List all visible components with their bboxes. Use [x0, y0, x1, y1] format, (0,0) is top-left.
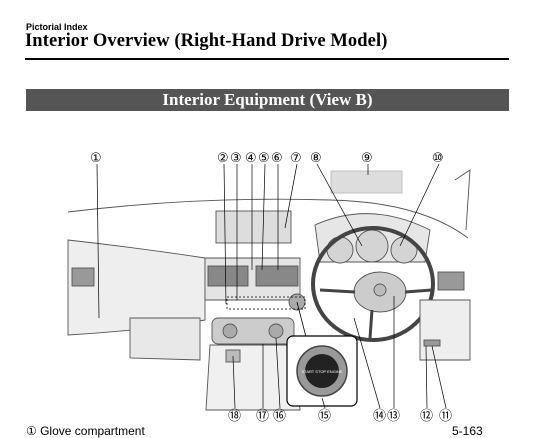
callout-8: ⑧: [310, 151, 322, 166]
callout-17: ⑰: [256, 409, 269, 424]
dash-top-line: [67, 198, 469, 239]
callout-12: ⑫: [420, 409, 433, 424]
callout-10: ⑩: [432, 151, 444, 166]
right-lower-dash: [419, 299, 471, 361]
callout-2: ②: [217, 151, 229, 166]
climate-knob-left: [222, 323, 238, 339]
callout-18: ⑱: [228, 409, 241, 424]
footer-item-text: ① Glove compartment: [26, 424, 145, 438]
steering-spoke: [319, 288, 433, 339]
center-display: [215, 210, 292, 244]
center-vent-left: [207, 265, 249, 287]
callout-6: ⑥: [271, 151, 283, 166]
callout-16: ⑯: [273, 409, 286, 424]
section-label: Pictorial Index: [26, 22, 88, 32]
title-rule: [25, 58, 509, 60]
page-number: 5-163: [452, 424, 483, 438]
windshield-pillar: [454, 169, 471, 231]
callout-4: ④: [245, 151, 257, 166]
callout-14: ⑭: [373, 409, 386, 424]
gauge-left: [326, 236, 354, 264]
callout-3: ③: [230, 151, 242, 166]
callout-11: ⑪: [439, 409, 452, 424]
callout-13: ⑬: [387, 409, 400, 424]
climate-knob-right: [268, 323, 284, 339]
center-vent-right: [255, 265, 299, 287]
callout-5: ⑤: [258, 151, 270, 166]
figure-banner: Interior Equipment (View B): [26, 89, 509, 111]
callout-7: ⑦: [290, 151, 302, 166]
steering-wheel-rim: [311, 226, 435, 342]
left-vent: [71, 267, 95, 287]
callout-9: ⑨: [361, 151, 373, 166]
callout-15: ⑮: [318, 409, 331, 424]
right-vent: [437, 271, 465, 291]
gauge-center: [355, 229, 389, 263]
page-title: Interior Overview (Right-Hand Drive Mode…: [25, 31, 388, 51]
start-button-face: [305, 354, 339, 388]
control-area-highlight: [226, 296, 306, 310]
lower-switches: [423, 339, 441, 347]
head-up-display: [330, 170, 403, 194]
start-button-label: START STOP ENGINE: [302, 369, 343, 374]
glovebox: [129, 317, 201, 361]
center-console: [205, 344, 301, 411]
dashboard-outline: [67, 239, 206, 336]
callout-1: ①: [90, 151, 102, 166]
